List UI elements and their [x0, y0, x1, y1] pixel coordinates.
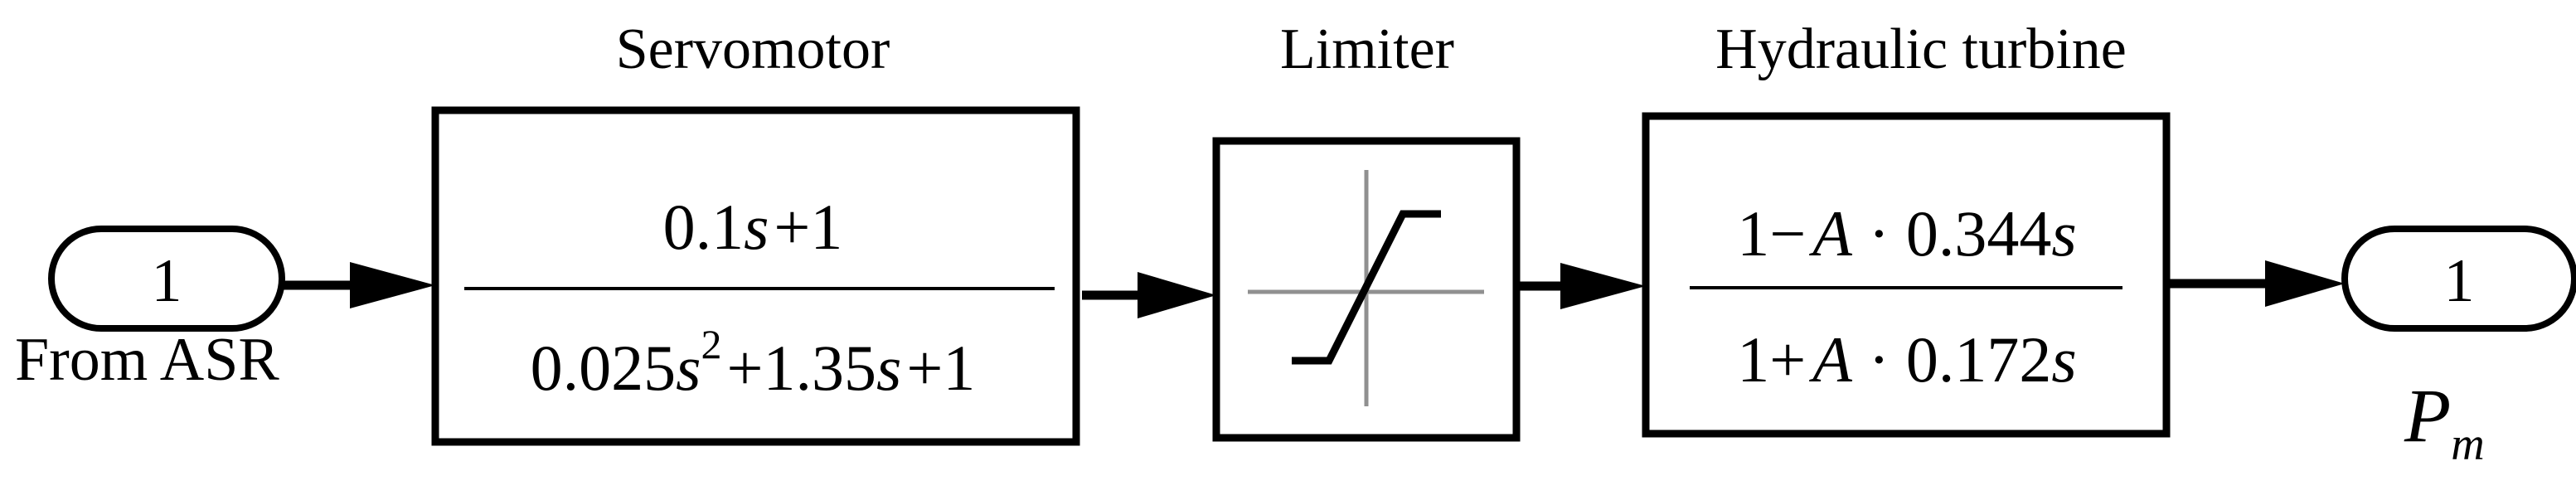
turbine-block[interactable]	[1642, 112, 2171, 438]
turbine-title: Hydraulic turbine	[1715, 17, 2127, 81]
output-port-label: Pm	[2404, 373, 2485, 470]
servomotor-numerator: 0.1s+1	[663, 191, 843, 263]
servomotor-denominator: 0.025s2+1.35s+1	[531, 321, 976, 404]
arrowhead-turbine	[1560, 263, 1646, 309]
servomotor-block[interactable]	[431, 106, 1080, 446]
servomotor-title: Servomotor	[616, 17, 890, 81]
limiter-title: Limiter	[1280, 17, 1454, 81]
turbine-numerator: 1−A · 0.344s	[1737, 197, 2077, 269]
input-port[interactable]: 1	[48, 226, 285, 332]
input-port-shape	[48, 226, 285, 332]
arrowhead-servomotor	[350, 262, 435, 308]
limiter-saturation-curve	[1292, 210, 1441, 365]
input-port-number: 1	[152, 247, 182, 315]
arrowhead-output	[2265, 260, 2345, 307]
saturation-icon	[1248, 170, 1484, 406]
output-port-shape	[2341, 226, 2576, 332]
input-port-label: From ASR	[15, 326, 279, 394]
output-port[interactable]: 1	[2341, 226, 2576, 332]
arrowhead-limiter	[1138, 272, 1216, 318]
output-port-number: 1	[2444, 247, 2475, 315]
turbine-denominator: 1+A · 0.172s	[1737, 323, 2077, 396]
